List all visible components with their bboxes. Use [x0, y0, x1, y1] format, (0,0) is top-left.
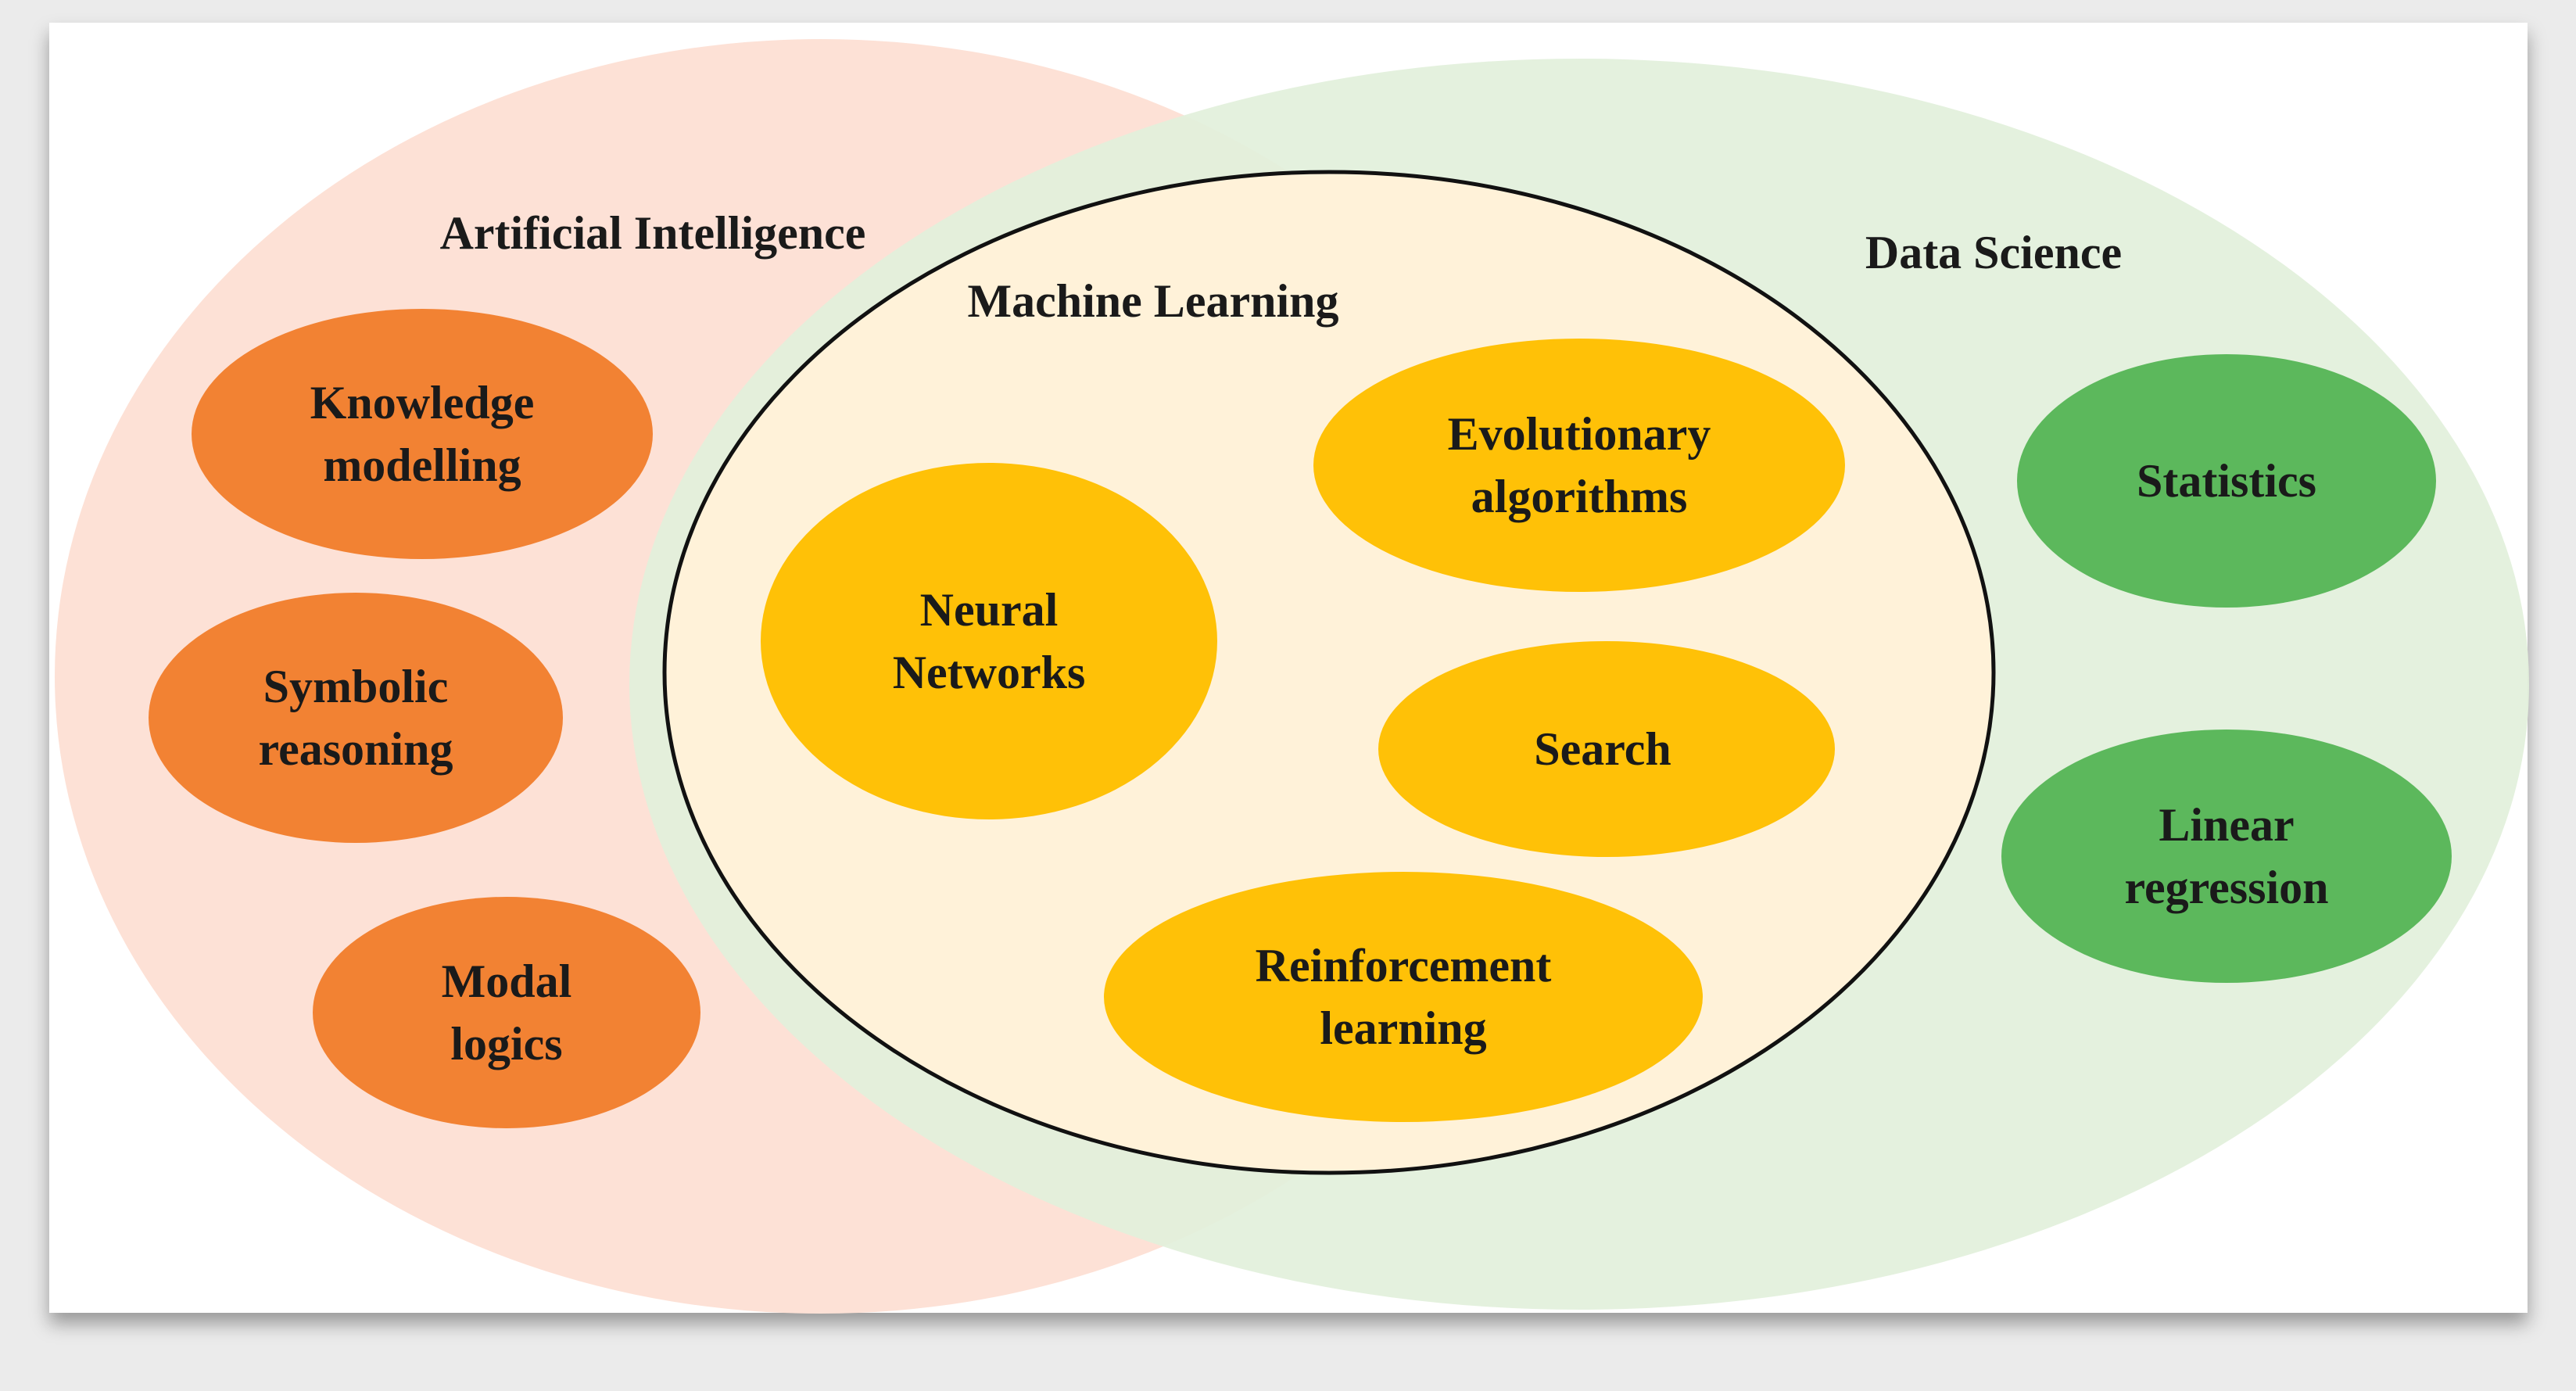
node-modal-logics-label-line-2: logics [450, 1018, 562, 1070]
ai-region-label: Artificial Intelligence [440, 207, 866, 259]
node-reinforcement-learning: Reinforcement learning [1104, 872, 1703, 1122]
node-knowledge-modelling-label-line-1: Knowledge [310, 377, 535, 428]
node-statistics: Statistics [2017, 354, 2436, 608]
node-symbolic-reasoning: Symbolic reasoning [149, 593, 563, 843]
node-symbolic-reasoning-shape [149, 593, 563, 843]
node-symbolic-reasoning-label-line-1: Symbolic [263, 661, 449, 712]
node-knowledge-modelling-shape [192, 309, 653, 559]
node-evolutionary-algorithms-label: Evolutionary algorithms [1448, 408, 1711, 522]
node-symbolic-reasoning-label: Symbolic reasoning [259, 661, 453, 775]
node-search-label-line-1: Search [1534, 723, 1671, 775]
node-linear-regression-shape [2001, 730, 2452, 983]
node-linear-regression-label-line-2: regression [2124, 862, 2328, 913]
node-modal-logics: Modal logics [313, 897, 700, 1128]
node-modal-logics-label-line-1: Modal [442, 955, 572, 1007]
node-knowledge-modelling-label: Knowledge modelling [310, 377, 535, 491]
node-evolutionary-algorithms-label-line-2: algorithms [1471, 471, 1688, 522]
node-evolutionary-algorithms-label-line-1: Evolutionary [1448, 408, 1711, 460]
node-neural-networks-label-line-1: Neural [920, 584, 1059, 636]
machine-learning-region-label: Machine Learning [968, 275, 1339, 327]
data-science-region-label: Data Science [1865, 227, 2122, 278]
node-statistics-label-line-1: Statistics [2137, 455, 2316, 507]
node-linear-regression-label: Linear regression [2124, 799, 2328, 913]
node-search: Search [1378, 641, 1835, 857]
node-reinforcement-learning-shape [1104, 872, 1703, 1122]
node-knowledge-modelling-label-line-2: modelling [323, 439, 521, 491]
node-search-label: Search [1534, 723, 1671, 775]
node-evolutionary-algorithms-shape [1313, 339, 1845, 592]
node-search-shape [1378, 641, 1835, 857]
node-evolutionary-algorithms: Evolutionary algorithms [1313, 339, 1845, 592]
node-reinforcement-learning-label-line-2: learning [1320, 1002, 1486, 1054]
node-linear-regression: Linear regression [2001, 730, 2452, 983]
node-neural-networks-label-line-2: Networks [893, 647, 1086, 698]
node-linear-regression-label-line-1: Linear [2159, 799, 2294, 851]
node-neural-networks-shape [761, 463, 1217, 819]
node-symbolic-reasoning-label-line-2: reasoning [259, 723, 453, 775]
node-statistics-shape [2017, 354, 2436, 608]
node-modal-logics-shape [313, 897, 700, 1128]
node-reinforcement-learning-label-line-1: Reinforcement [1256, 940, 1552, 991]
node-reinforcement-learning-label: Reinforcement learning [1256, 940, 1552, 1054]
node-modal-logics-label: Modal logics [442, 955, 572, 1070]
node-knowledge-modelling: Knowledge modelling [192, 309, 653, 559]
node-statistics-label: Statistics [2137, 455, 2316, 507]
